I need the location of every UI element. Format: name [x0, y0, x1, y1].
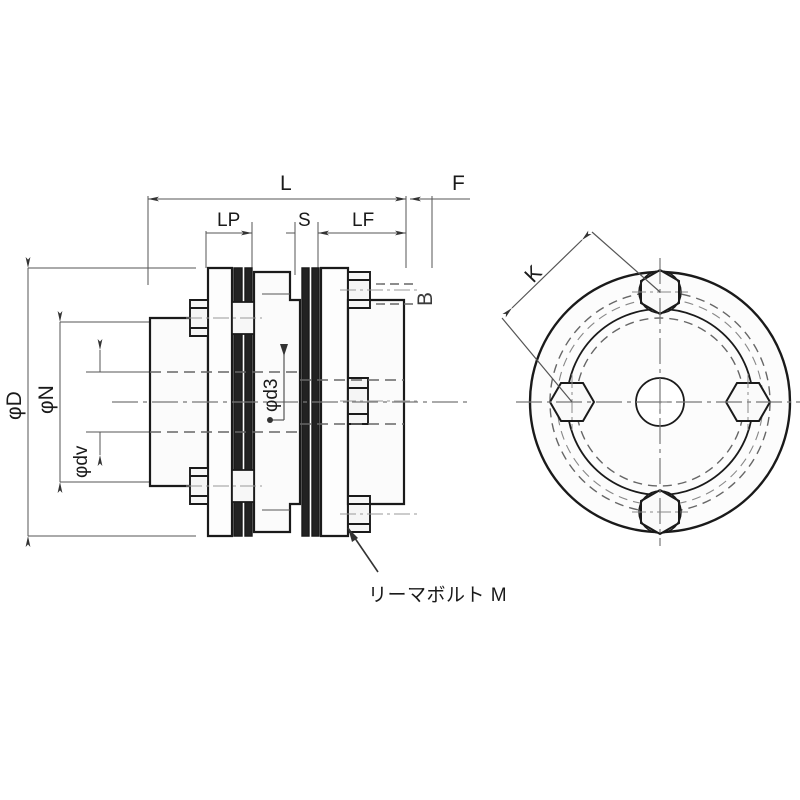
hidden-bore-lines — [150, 371, 404, 433]
dim-label-phiD: φD — [3, 391, 26, 420]
section-view-geometry — [112, 266, 470, 573]
dim-K-group — [501, 230, 661, 403]
phi-d3-leader — [267, 344, 288, 423]
dimension-lines-left — [25, 257, 196, 547]
dim-label-L: L — [280, 172, 292, 195]
dim-label-LF: LF — [352, 210, 375, 231]
dim-label-LP: LP — [217, 210, 241, 231]
dim-label-S: S — [298, 210, 311, 231]
bolt-center-lines — [186, 289, 420, 515]
left-flange-plate — [206, 266, 234, 538]
dim-label-phid3: φd3 — [261, 378, 282, 412]
dim-line-K — [502, 230, 592, 318]
dim-label-phiN: φN — [35, 385, 58, 414]
dim-label-F: F — [452, 172, 465, 195]
dim-label-B: B — [414, 291, 437, 306]
bolt-nut-group-right-bottom — [347, 495, 371, 533]
front-view-geometry — [501, 230, 800, 546]
ext-line-K-a — [501, 317, 573, 403]
hidden-lines-top-right — [376, 283, 414, 305]
ext-line-K-b — [591, 231, 661, 293]
center-bore-cross — [648, 390, 672, 414]
bolt-callout-label: リーマボルト M — [368, 585, 508, 606]
dim-label-phidv: φdv — [71, 445, 92, 478]
bolt-nut-group-right-top — [347, 271, 371, 309]
bolt-callout-arrow — [348, 528, 358, 542]
dimension-lines-top — [147, 196, 470, 285]
